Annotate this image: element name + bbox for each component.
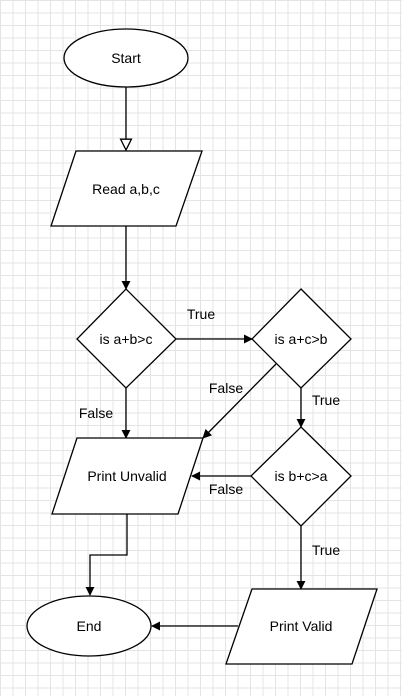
cond-ac-decision [251, 288, 352, 389]
edge-label-bc-true: True [312, 542, 340, 558]
end-label: End [77, 618, 102, 634]
cond-ab-label: is a+b>c [100, 331, 153, 347]
edge-label-ab-true: True [187, 306, 215, 322]
print-unvalid-label: Print Unvalid [87, 468, 166, 484]
edge-label-ab-false: False [79, 405, 113, 421]
print-valid-label: Print Valid [270, 618, 333, 634]
read-input-node [50, 150, 203, 227]
edge-label-ac-false: False [209, 380, 243, 396]
cond-bc-label: is b+c>a [275, 468, 328, 484]
cond-ab-decision [76, 288, 177, 389]
print-unvalid-node [51, 437, 204, 515]
cond-bc-decision [250, 426, 352, 527]
edge-cond-ac-false [202, 363, 277, 439]
edge-label-bc-false: False [209, 481, 243, 497]
print-valid-node [225, 588, 378, 665]
start-label: Start [111, 50, 141, 66]
edge-unvalid-to-end [85, 514, 128, 596]
read-input-label: Read a,b,c [92, 181, 160, 197]
cond-ac-label: is a+c>b [275, 331, 328, 347]
edge-label-ac-true: True [312, 392, 340, 408]
end-terminal [26, 595, 152, 657]
start-terminal [63, 28, 189, 88]
